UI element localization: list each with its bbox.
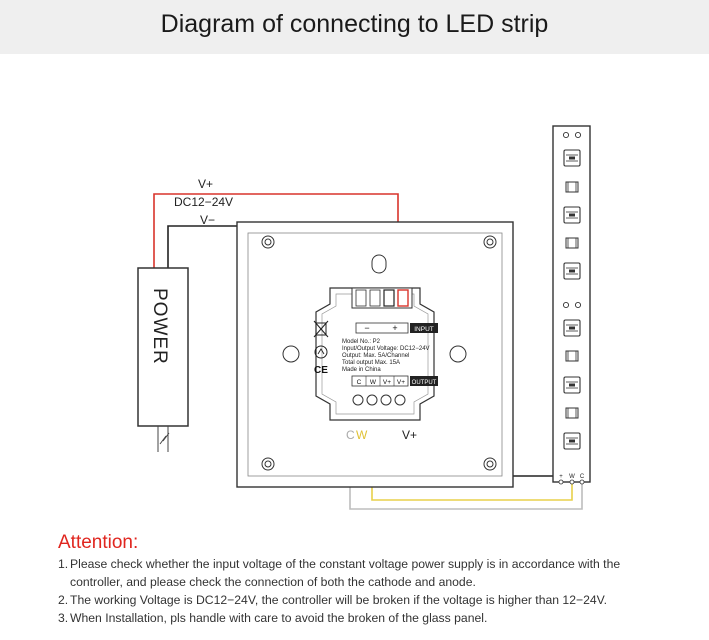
- attention-note-2: 2.The working Voltage is DC12−24V, the c…: [58, 593, 608, 607]
- resistor: [565, 407, 579, 419]
- plug-icon: [159, 432, 170, 445]
- resistor: [565, 237, 579, 249]
- label-v-plus: V+: [198, 177, 213, 191]
- output-terminal-v-plus: V+: [383, 379, 391, 386]
- output-terminal-v-plus: V+: [397, 379, 405, 386]
- label-supply-voltage: DC12−24V: [174, 195, 233, 209]
- resistor: [565, 350, 579, 362]
- strip-terminal-plus: +: [559, 474, 563, 480]
- spec-line: Input/Output Voltage: DC12−24V: [342, 346, 430, 352]
- label-w: W: [356, 428, 368, 442]
- output-label: OUTPUT: [412, 380, 437, 386]
- input-terminal-block: − + INPUT: [351, 287, 438, 334]
- attention-title: Attention:: [58, 532, 139, 553]
- resistor: [565, 181, 579, 193]
- spec-line: Total output Max. 15A: [342, 360, 400, 366]
- page-title: Diagram of connecting to LED strip: [160, 10, 549, 38]
- spec-line: Output: Max. 5A/Channel: [342, 353, 409, 359]
- spec-line: Model No.: P2: [342, 339, 381, 345]
- controller-panel: [236, 221, 514, 488]
- wiring-diagram: V+ DC12−24V V− POWER: [0, 54, 709, 524]
- label-v-plus-out: V+: [402, 428, 417, 442]
- input-terminal-plus: +: [392, 323, 397, 333]
- recycle-icon: [314, 345, 328, 359]
- attention-note-3: 3.When Installation, pls handle with car…: [58, 611, 488, 625]
- led-strip: + W C: [552, 125, 591, 485]
- led-strip-elements: [563, 149, 581, 450]
- attention-note-1: 1.Please check whether the input voltage…: [58, 557, 621, 589]
- weee-bin-icon: [313, 320, 329, 338]
- input-label: INPUT: [414, 326, 434, 333]
- output-terminal-block: C W V+ V+ OUTPUT: [351, 375, 438, 406]
- power-supply: POWER: [137, 267, 189, 452]
- title-band: [0, 0, 709, 54]
- label-c: C: [346, 428, 355, 442]
- ce-mark: CE: [314, 365, 328, 376]
- strip-terminal-w: W: [569, 474, 575, 480]
- input-terminal-minus: −: [364, 323, 369, 333]
- attention-notes: 1.Please check whether the input voltage…: [58, 555, 688, 627]
- output-terminal-w: W: [370, 379, 377, 386]
- strip-terminal-c: C: [580, 474, 585, 480]
- spec-line: Made in China: [342, 367, 381, 373]
- label-v-minus: V−: [200, 213, 215, 227]
- output-terminal-c: C: [357, 379, 362, 386]
- power-label: POWER: [149, 288, 170, 365]
- spec-text: Model No.: P2 Input/Output Voltage: DC12…: [342, 339, 430, 373]
- certification-marks: CE: [313, 320, 329, 376]
